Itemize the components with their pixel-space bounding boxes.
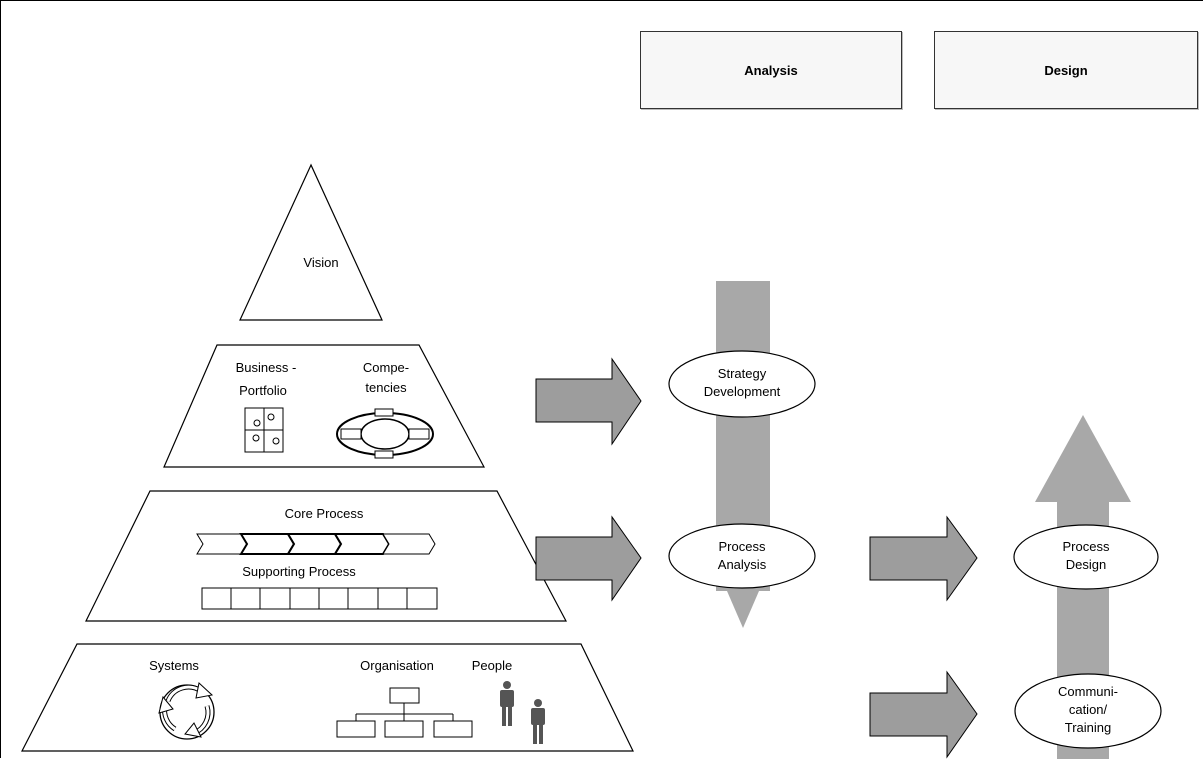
supporting-process-label: Supporting Process <box>242 564 356 579</box>
strategy-label-1: Strategy <box>718 366 767 381</box>
header-design: Design <box>934 31 1198 109</box>
pyramid-process-level: Core Process Supporting Process <box>85 490 567 622</box>
recycle-icon <box>158 682 215 740</box>
competency-ring-icon <box>336 408 434 459</box>
header-design-label: Design <box>1044 62 1088 78</box>
pyramid-resources-level: Systems Organisation People <box>21 643 634 752</box>
process-analysis-label-2: Analysis <box>718 557 767 572</box>
ellipse-process-analysis: Process Analysis <box>668 523 816 589</box>
business-portfolio-label-1: Business - <box>236 360 297 375</box>
systems-label: Systems <box>149 658 199 673</box>
organisation-label: Organisation <box>360 658 434 673</box>
process-design-label-1: Process <box>1063 539 1110 554</box>
matrix-icon <box>244 407 284 453</box>
business-portfolio-label-2: Portfolio <box>239 383 287 398</box>
arrow-training <box>869 670 978 759</box>
training-label-3: Training <box>1065 720 1111 735</box>
arrow-process-design <box>869 515 978 602</box>
competencies-label-1: Compe- <box>363 360 409 375</box>
people-icon <box>500 681 545 744</box>
arrow-strategy <box>535 357 642 446</box>
header-analysis: Analysis <box>640 31 902 109</box>
header-analysis-label: Analysis <box>744 62 798 78</box>
ellipse-strategy-development: Strategy Development <box>668 350 816 418</box>
pyramid-strategy-level: Business - Portfolio Compe- tencies <box>163 344 485 468</box>
competencies-label-2: tencies <box>365 380 407 395</box>
core-process-label: Core Process <box>285 506 364 521</box>
org-chart-icon <box>336 687 473 738</box>
people-label: People <box>472 658 512 673</box>
strategy-label-2: Development <box>704 384 781 399</box>
vision-label: Vision <box>303 255 338 270</box>
process-design-label-2: Design <box>1066 557 1106 572</box>
ellipse-process-design: Process Design <box>1013 524 1159 590</box>
process-analysis-label-1: Process <box>719 539 766 554</box>
pyramid-vision: Vision <box>239 163 383 321</box>
training-label-1: Communi- <box>1058 684 1118 699</box>
ellipse-communication-training: Communi- cation/ Training <box>1014 673 1162 749</box>
arrow-process-analysis <box>535 515 642 602</box>
training-label-2: cation/ <box>1069 702 1108 717</box>
process-chevrons-icon <box>196 533 436 555</box>
process-boxes-icon <box>201 587 438 610</box>
